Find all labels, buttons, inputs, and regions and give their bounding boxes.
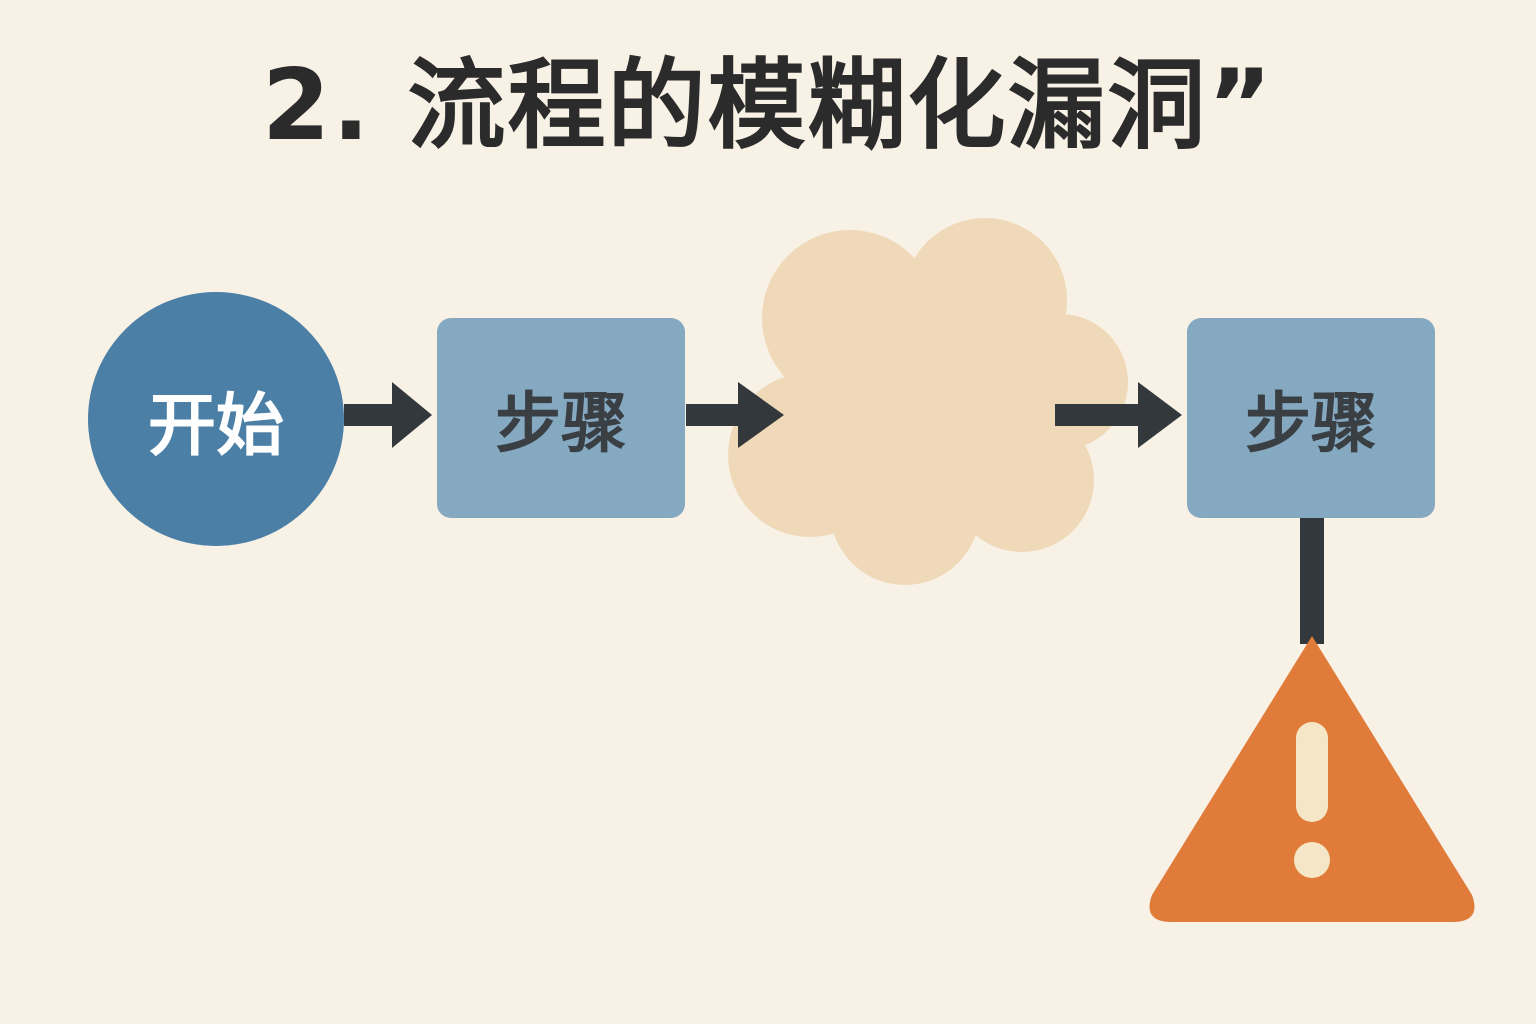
arrow-cloud-to-step2 xyxy=(1055,382,1182,448)
page-title: 2. 流程的模糊化漏洞” xyxy=(262,49,1274,163)
exclamation-bar xyxy=(1296,722,1328,822)
arrow-start-to-step1 xyxy=(344,382,432,448)
arrow-step1-to-cloud xyxy=(686,382,784,448)
step-node-2: 步骤 xyxy=(1187,318,1435,518)
step-node-1: 步骤 xyxy=(437,318,685,518)
start-node: 开始 xyxy=(88,292,344,546)
warning-triangle-icon xyxy=(1149,636,1475,922)
step-node-1-label: 步骤 xyxy=(495,385,627,462)
connector-step2-to-warning xyxy=(1300,518,1324,644)
cloud-icon xyxy=(728,218,1128,585)
exclamation-dot xyxy=(1294,842,1330,878)
step-node-2-label: 步骤 xyxy=(1245,385,1377,462)
start-node-label: 开始 xyxy=(147,386,284,466)
